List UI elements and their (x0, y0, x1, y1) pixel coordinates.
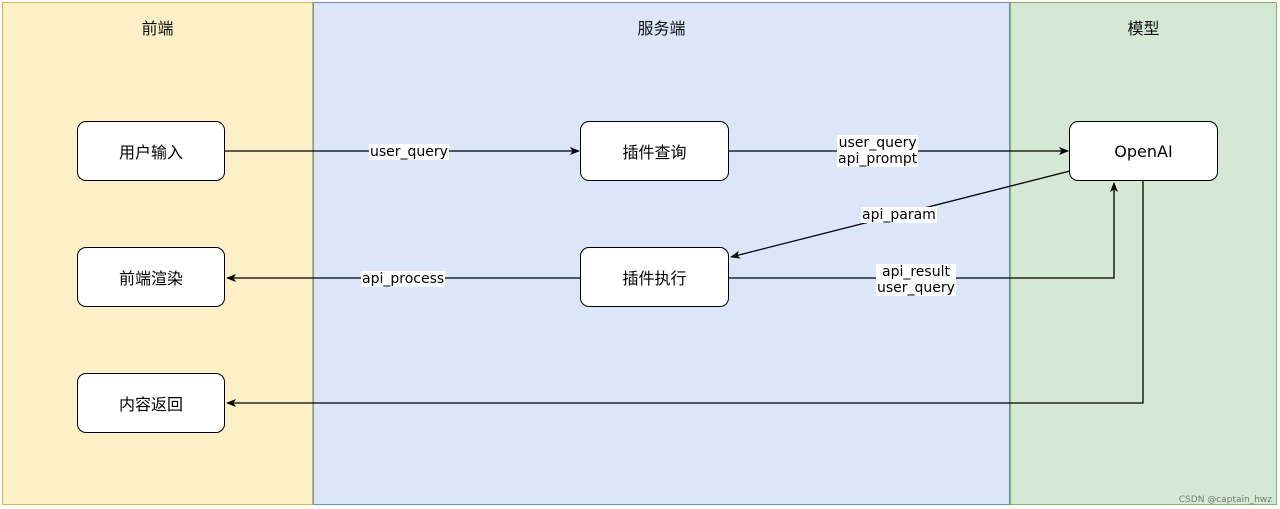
edge-label-query-to-openai-line1: user_query (838, 135, 917, 151)
edge-label-query-to-openai: user_query api_prompt (837, 135, 919, 167)
edge-label-exec-to-render: api_process (361, 271, 446, 287)
user-input-node: 用户输入 (77, 121, 225, 181)
frontend-render-node: 前端渲染 (77, 247, 225, 307)
plugin-query-node: 插件查询 (580, 121, 729, 181)
content-return-node: 内容返回 (77, 373, 225, 433)
edge-label-input-to-query: user_query (369, 144, 449, 160)
edge-label-exec-to-openai-line1: api_result (881, 264, 950, 280)
frontend-lane-title: 前端 (141, 19, 174, 38)
edge-exec-to-openai (729, 182, 1118, 279)
edge-label-exec-to-openai-line2: user_query (877, 280, 955, 296)
openai-node: OpenAI (1069, 121, 1218, 181)
edge-openai-to-return (226, 181, 1144, 407)
edge-label-openai-to-exec: api_param (861, 207, 937, 223)
model-lane-title: 模型 (1127, 19, 1160, 38)
edge-label-exec-to-openai: api_result user_query (876, 264, 956, 296)
watermark: CSDN @captain_hwz (1178, 495, 1272, 505)
plugin-exec-node: 插件执行 (580, 247, 729, 307)
edge-label-query-to-openai-line2: api_prompt (838, 151, 918, 167)
server-lane-title: 服务端 (637, 19, 686, 38)
